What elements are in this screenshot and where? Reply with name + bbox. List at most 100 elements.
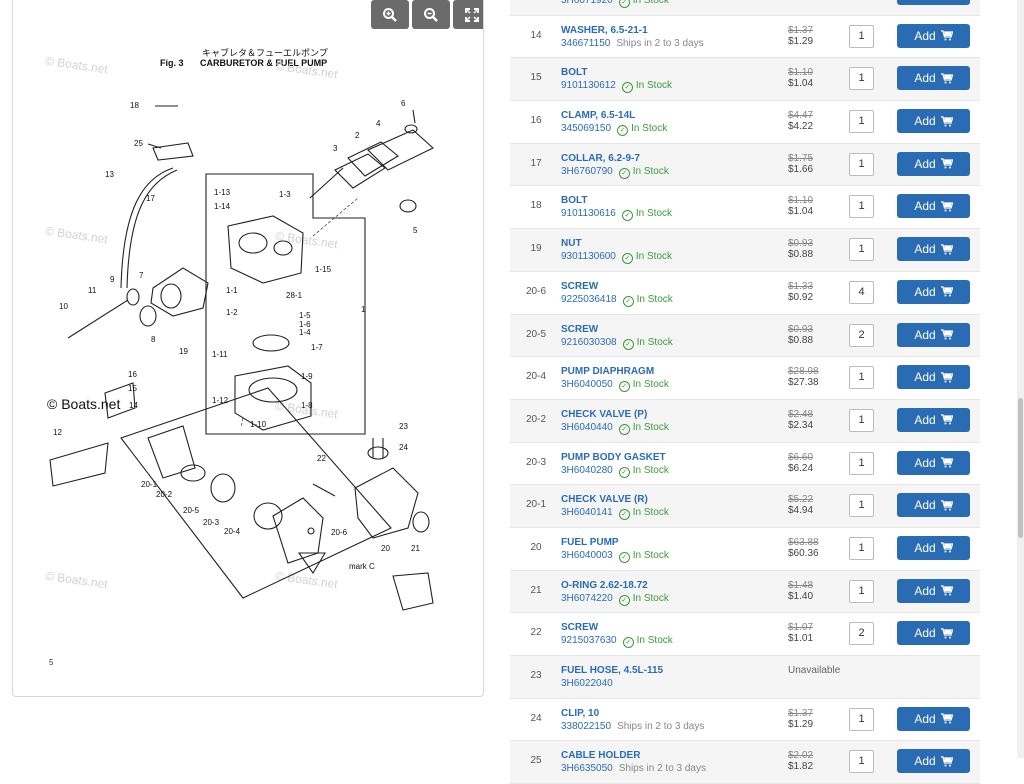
cart-icon (940, 414, 953, 425)
part-number-link[interactable]: 3H6074220 (561, 592, 613, 604)
quantity-input[interactable]: 1 (849, 238, 874, 262)
quantity-input[interactable]: 1 (849, 24, 874, 48)
add-to-cart-button[interactable]: Add (897, 151, 970, 176)
part-number-link[interactable]: 3H6022040 (561, 678, 613, 689)
sale-price: $0.88 (788, 249, 814, 261)
scrollbar-thumb[interactable] (1018, 398, 1023, 538)
callout-label: 8 (151, 335, 156, 344)
part-meta: 9216030308✓In Stock (561, 337, 673, 350)
quantity-input[interactable]: 1 (849, 110, 874, 134)
price-block: $1.33$0.92 (788, 281, 813, 303)
add-to-cart-button[interactable]: Add (897, 706, 970, 731)
part-name-link[interactable]: PUMP BODY GASKET (561, 451, 666, 463)
zoom-controls (371, 0, 483, 29)
add-to-cart-button[interactable]: Add (897, 535, 970, 560)
part-number-link[interactable]: 3H6040440 (561, 421, 613, 433)
check-circle-icon: ✓ (618, 0, 630, 8)
add-to-cart-button[interactable]: Add (897, 322, 970, 347)
add-to-cart-button[interactable]: Add (897, 365, 970, 390)
part-number-link[interactable]: 3H6040050 (561, 379, 613, 391)
add-to-cart-button[interactable]: Add (897, 194, 970, 219)
sale-price: $2.34 (788, 419, 814, 431)
part-number-link[interactable]: 3H6760790 (561, 165, 613, 177)
add-to-cart-button[interactable]: Add (897, 279, 970, 304)
add-to-cart-button[interactable]: Add (897, 749, 970, 774)
shipping-note: Ships in 2 to 3 days (618, 763, 706, 775)
callout-label: 1-14 (214, 202, 231, 211)
add-to-cart-button[interactable]: Add (897, 237, 970, 262)
zoom-in-button[interactable] (371, 0, 409, 29)
ref-number: 15 (530, 72, 542, 84)
part-name-link[interactable]: CHECK VALVE (R) (561, 494, 648, 506)
quantity-input[interactable]: 1 (849, 67, 874, 91)
part-name-link[interactable]: FUEL HOSE, 4.5L-115 (561, 665, 664, 676)
add-to-cart-button[interactable]: Add (897, 407, 970, 432)
part-name-link[interactable]: NUT (561, 238, 582, 250)
add-to-cart-button[interactable]: Add (897, 23, 970, 48)
fullscreen-icon (465, 7, 479, 22)
stock-status: ✓In Stock (618, 421, 669, 435)
quantity-input[interactable]: 1 (849, 494, 874, 518)
quantity-input[interactable]: 1 (849, 408, 874, 432)
part-number-link[interactable]: 3H6071920 (561, 0, 613, 6)
part-meta: 3H6040440 ✓In Stock (561, 422, 669, 435)
add-to-cart-button[interactable]: Add (897, 578, 970, 603)
ref-number: 22 (530, 627, 542, 639)
part-number-link[interactable]: 3H6040003 (561, 549, 613, 561)
part-number-link[interactable]: 9301130600 (561, 251, 616, 263)
fullscreen-button[interactable] (453, 0, 483, 29)
callout-label: 13 (105, 170, 114, 179)
add-to-cart-button[interactable]: Add (897, 109, 970, 134)
part-number-link[interactable]: 9216030308 (561, 336, 617, 348)
quantity-input[interactable]: 1 (849, 707, 874, 731)
part-number-link[interactable]: 345069150 (561, 123, 612, 135)
part-number-link[interactable]: 9215037630 (561, 635, 617, 647)
quantity-input[interactable]: 2 (849, 323, 874, 347)
part-meta: 3H6040050✓In Stock (561, 379, 669, 393)
part-name-link[interactable]: PUMP DIAPHRAGM (561, 366, 655, 378)
part-number-link[interactable]: 3H6040141 (561, 507, 613, 519)
part-number-link[interactable]: 338022150 (561, 720, 612, 732)
part-name-link[interactable]: CLAMP, 6.5-14L (561, 110, 636, 122)
sale-price: $6.24 (788, 462, 814, 474)
quantity-input[interactable]: 1 (849, 579, 874, 603)
part-number-link[interactable]: 9101130612 (561, 80, 616, 92)
part-name-link[interactable]: BOLT (561, 67, 588, 79)
quantity-input[interactable]: 1 (849, 366, 874, 390)
zoom-out-button[interactable] (412, 0, 450, 29)
ref-number: 21 (530, 584, 542, 596)
add-to-cart-button[interactable]: Add (897, 0, 970, 5)
quantity-input[interactable]: 1 (849, 536, 874, 560)
part-name-link[interactable]: SCREW (561, 280, 599, 292)
scrollbar-track[interactable] (1017, 0, 1024, 758)
part-number-link[interactable]: 9101130616 (561, 208, 616, 220)
part-name-link[interactable]: SCREW (561, 323, 599, 335)
part-number-link[interactable]: 9225036418 (561, 293, 617, 305)
add-to-cart-button[interactable]: Add (897, 621, 970, 646)
part-name-link[interactable]: CLIP, 10 (561, 707, 600, 719)
stock-status-text: In Stock (632, 421, 669, 433)
quantity-input[interactable]: 1 (849, 750, 874, 774)
quantity-input[interactable]: 1 (849, 451, 874, 475)
quantity-input[interactable]: 1 (849, 195, 874, 219)
part-name-link[interactable]: CABLE HOLDER (561, 750, 641, 762)
figure-number: Fig. 3 (160, 58, 184, 68)
part-number-link[interactable]: 346671150 (561, 37, 611, 49)
add-button-label: Add (914, 754, 936, 769)
part-name-link[interactable]: FUEL PUMP (561, 536, 619, 548)
quantity-input[interactable]: 1 (849, 152, 874, 176)
add-to-cart-button[interactable]: Add (897, 66, 970, 91)
part-name-link[interactable]: WASHER, 6.5-21-1 (561, 24, 648, 36)
part-meta: 3H6760790✓In Stock (561, 166, 669, 179)
quantity-input[interactable]: 4 (849, 280, 874, 304)
part-name-link[interactable]: BOLT (561, 195, 588, 207)
part-name-link[interactable]: CHECK VALVE (P) (561, 408, 648, 420)
part-number-link[interactable]: 3H6635050 (561, 763, 613, 775)
part-name-link[interactable]: SCREW (561, 622, 599, 634)
add-to-cart-button[interactable]: Add (897, 450, 970, 475)
part-number-link[interactable]: 3H6040280 (561, 464, 613, 476)
part-name-link[interactable]: O-RING 2.62-18.72 (561, 579, 648, 591)
add-to-cart-button[interactable]: Add (897, 493, 970, 518)
quantity-input[interactable]: 2 (849, 622, 874, 646)
part-name-link[interactable]: COLLAR, 6.2-9-7 (561, 152, 640, 164)
